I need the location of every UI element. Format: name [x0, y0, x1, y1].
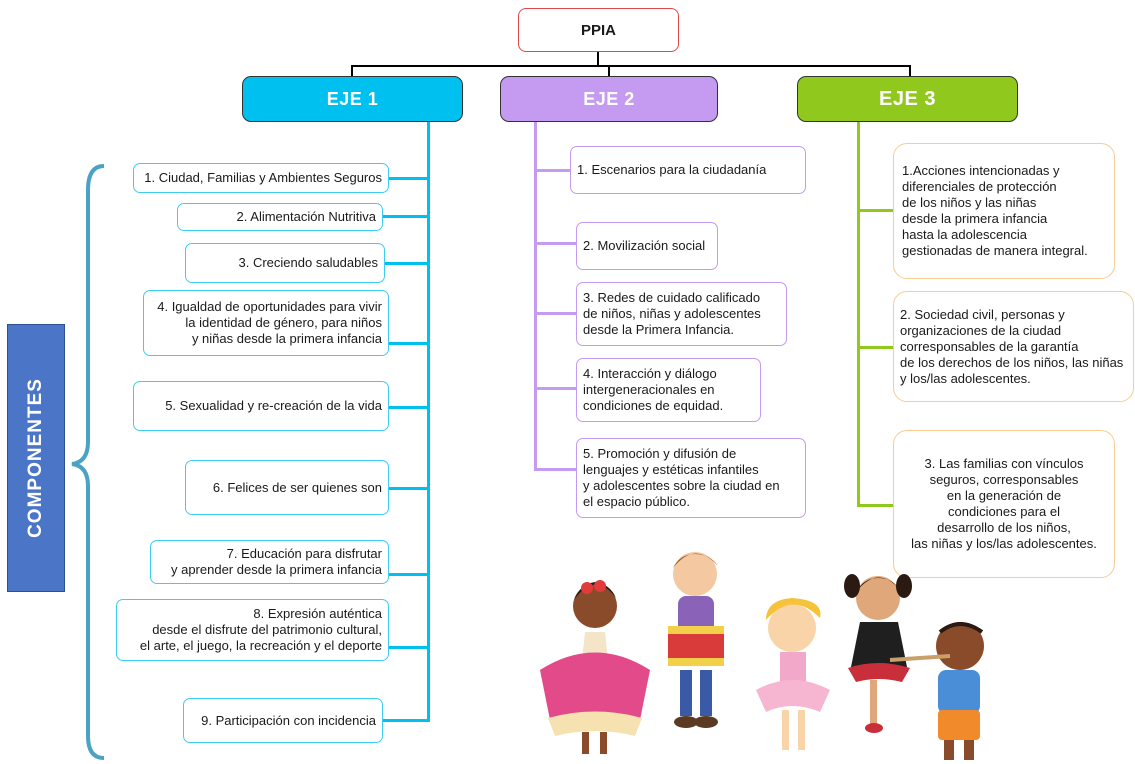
- eje1-item-6: 6. Felices de ser quienes son: [185, 460, 389, 515]
- eje3-branch-3: [857, 504, 895, 507]
- componentes-bracket: [71, 164, 105, 760]
- eje1-item-8: 8. Expresión auténtica desde el disfrute…: [116, 599, 389, 661]
- eje2-item-5-text: 5. Promoción y difusión de lenguajes y e…: [583, 446, 780, 509]
- eje1-branch-9: [383, 719, 429, 722]
- kid-dancer-1: [540, 580, 650, 754]
- kid-ballerina-3: [756, 598, 830, 750]
- eje3-connector: [909, 65, 911, 77]
- eje3-item-1: 1.Acciones intencionadas y diferenciales…: [893, 143, 1115, 279]
- root-connector-vertical: [597, 52, 599, 66]
- eje1-item-3: 3. Creciendo saludables: [185, 243, 385, 283]
- eje3-spine: [857, 122, 860, 506]
- kid-dancer-4: [844, 574, 912, 733]
- eje2-item-3: 3. Redes de cuidado calificado de niños,…: [576, 282, 787, 346]
- eje3-item-2: 2. Sociedad civil, personas y organizaci…: [893, 291, 1134, 402]
- axis-eje-2: EJE 2: [500, 76, 718, 122]
- eje1-item-9: 9. Participación con incidencia: [183, 698, 383, 743]
- axis-eje-3: EJE 3: [797, 76, 1018, 122]
- eje3-item-3-text: 3. Las familias con vínculos seguros, co…: [911, 456, 1097, 551]
- eje1-item-1-text: 1. Ciudad, Familias y Ambientes Seguros: [144, 170, 382, 185]
- eje1-item-5: 5. Sexualidad y re-creación de la vida: [133, 381, 389, 431]
- root-connector-horizontal: [351, 65, 911, 67]
- axis-eje-3-label: EJE 3: [879, 87, 936, 110]
- eje1-item-4: 4. Igualdad de oportunidades para vivir …: [143, 290, 389, 356]
- eje3-branch-2: [857, 346, 895, 349]
- eje2-branch-5: [534, 468, 576, 471]
- componentes-label: COMPONENTES: [7, 324, 65, 592]
- eje1-item-7-text: 7. Educación para disfrutar y aprender d…: [170, 546, 382, 577]
- eje2-branch-3: [534, 312, 576, 315]
- eje1-item-4-text: 4. Igualdad de oportunidades para vivir …: [157, 299, 382, 346]
- eje1-item-1: 1. Ciudad, Familias y Ambientes Seguros: [133, 163, 389, 193]
- eje3-item-1-text: 1.Acciones intencionadas y diferenciales…: [902, 163, 1088, 258]
- eje1-branch-8: [389, 646, 429, 649]
- eje1-item-5-text: 5. Sexualidad y re-creación de la vida: [165, 398, 382, 413]
- eje3-item-3: 3. Las familias con vínculos seguros, co…: [893, 430, 1115, 578]
- eje1-spine: [427, 122, 430, 722]
- eje1-branch-3: [385, 262, 429, 265]
- root-label: PPIA: [580, 21, 616, 39]
- eje1-item-9-text: 9. Participación con incidencia: [201, 712, 376, 728]
- eje2-item-3-text: 3. Redes de cuidado calificado de niños,…: [583, 290, 761, 337]
- eje2-item-4: 4. Interacción y diálogo intergeneracion…: [576, 358, 761, 422]
- eje2-item-2-text: 2. Movilización social: [583, 238, 706, 253]
- axis-eje-1-label: EJE 1: [326, 88, 379, 109]
- eje1-branch-2: [383, 215, 429, 218]
- eje2-branch-2: [534, 242, 576, 245]
- eje2-item-4-text: 4. Interacción y diálogo intergeneracion…: [583, 366, 724, 413]
- eje1-item-3-text: 3. Creciendo saludables: [238, 255, 378, 270]
- eje1-branch-6: [389, 487, 429, 490]
- eje1-item-8-text: 8. Expresión auténtica desde el disfrute…: [139, 606, 382, 653]
- eje3-branch-1: [857, 209, 895, 212]
- eje1-connector: [351, 65, 353, 77]
- eje2-item-5: 5. Promoción y difusión de lenguajes y e…: [576, 438, 806, 518]
- eje2-branch-4: [534, 387, 576, 390]
- eje1-branch-5: [389, 406, 429, 409]
- componentes-label-text: COMPONENTES: [25, 378, 47, 538]
- axis-eje-2-label: EJE 2: [583, 88, 635, 109]
- eje1-branch-7: [389, 573, 429, 576]
- eje2-connector: [608, 65, 610, 77]
- eje2-spine: [534, 122, 537, 470]
- eje3-item-2-text: 2. Sociedad civil, personas y organizaci…: [900, 306, 1124, 386]
- eje1-item-6-text: 6. Felices de ser quienes son: [212, 479, 382, 495]
- kid-flutist-5: [889, 622, 984, 760]
- eje1-item-7: 7. Educación para disfrutar y aprender d…: [150, 540, 389, 584]
- eje2-branch-1: [534, 169, 570, 172]
- eje2-item-1: 1. Escenarios para la ciudadanía: [570, 146, 806, 194]
- root-node-ppia: PPIA: [518, 8, 679, 52]
- kid-drummer-2: [668, 552, 724, 728]
- eje2-item-1-text: 1. Escenarios para la ciudadanía: [577, 162, 767, 177]
- eje1-item-2-text: 2. Alimentación Nutritiva: [236, 209, 376, 224]
- eje1-item-2: 2. Alimentación Nutritiva: [177, 203, 383, 231]
- eje1-branch-1: [389, 177, 429, 180]
- axis-eje-1: EJE 1: [242, 76, 463, 122]
- eje1-branch-4: [389, 342, 429, 345]
- children-illustration: [540, 552, 984, 760]
- eje2-item-2: 2. Movilización social: [576, 222, 718, 270]
